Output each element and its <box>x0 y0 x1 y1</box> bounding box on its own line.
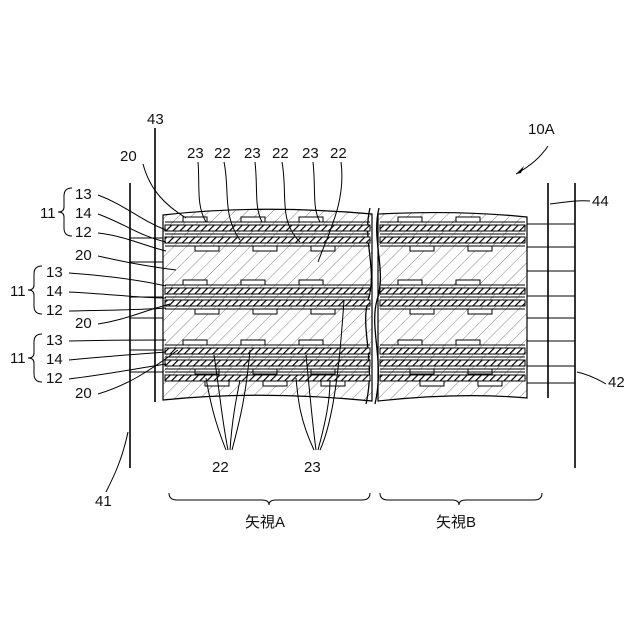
top-label-23a: 23 <box>187 145 204 162</box>
label-13-g2: 13 <box>46 264 63 281</box>
electrode-pad <box>468 246 492 251</box>
label-20-top: 20 <box>120 148 137 165</box>
electrode-pad <box>263 381 287 386</box>
right-leaders <box>527 224 575 383</box>
electrode-pad <box>456 340 480 345</box>
electrode-pad <box>183 340 207 345</box>
top-label-22c: 22 <box>330 145 347 162</box>
electrode-pad <box>299 340 323 345</box>
electrode-pad <box>205 381 229 386</box>
label-14-g1: 14 <box>75 205 92 222</box>
electrode-pad <box>195 246 219 251</box>
hatched-electrode <box>165 375 370 381</box>
label-41: 41 <box>95 493 112 510</box>
label-20-a: 20 <box>75 247 92 264</box>
label-42: 42 <box>608 374 625 391</box>
label-14-g2: 14 <box>46 283 63 300</box>
label-12-g1: 12 <box>75 224 92 241</box>
electrode-pad <box>321 381 345 386</box>
electrode-pad <box>183 280 207 285</box>
label-12-g2: 12 <box>46 302 63 319</box>
label-11-g2: 11 <box>10 283 26 300</box>
electrode-pad <box>478 381 502 386</box>
label-20-bot: 20 <box>75 385 92 402</box>
label-14-g3: 14 <box>46 351 63 368</box>
hatched-electrode <box>380 237 525 243</box>
hatched-electrode <box>165 300 370 306</box>
label-13-g3: 13 <box>46 332 63 349</box>
leader-42 <box>577 372 606 384</box>
electrode-pad <box>398 340 422 345</box>
brace-g3 <box>28 334 42 382</box>
top-label-22a: 22 <box>214 145 231 162</box>
electrode-pad <box>253 309 277 314</box>
label-12-g3: 12 <box>46 370 63 387</box>
electrode-pad <box>420 381 444 386</box>
bottom-label-22: 22 <box>212 459 229 476</box>
electrode-pad <box>241 280 265 285</box>
electrode-pad <box>468 309 492 314</box>
top-label-22b: 22 <box>272 145 289 162</box>
electrode-pad <box>456 280 480 285</box>
brace-view-a <box>169 493 370 505</box>
leader-44 <box>550 201 590 204</box>
hatched-electrode <box>380 375 525 381</box>
brace-g2 <box>28 266 42 314</box>
bottom-label-23: 23 <box>304 459 321 476</box>
electrode-pad <box>398 217 422 222</box>
hatched-electrode <box>165 225 370 231</box>
top-label-23c: 23 <box>302 145 319 162</box>
caption-view-b: 矢視B <box>436 514 476 531</box>
brace-g1 <box>58 188 72 236</box>
electrode-layers <box>165 217 525 386</box>
leader-20-top <box>143 164 186 218</box>
hatched-electrode <box>380 360 525 366</box>
electrode-pad <box>299 280 323 285</box>
leader-41 <box>106 432 128 492</box>
label-43: 43 <box>147 111 164 128</box>
electrode-pad <box>398 280 422 285</box>
hatched-electrode <box>380 348 525 354</box>
hatched-electrode <box>165 237 370 243</box>
hatched-electrode <box>380 300 525 306</box>
left-leaders <box>130 238 163 372</box>
hatched-electrode <box>165 288 370 294</box>
hatched-electrode <box>380 288 525 294</box>
label-13-g1: 13 <box>75 186 92 203</box>
caption-view-a: 矢視A <box>245 514 285 531</box>
label-44: 44 <box>592 193 609 210</box>
electrode-pad <box>195 309 219 314</box>
figure-id-label: 10A <box>528 121 555 138</box>
electrode-pad <box>241 340 265 345</box>
electrode-pad <box>253 246 277 251</box>
top-label-23b: 23 <box>244 145 261 162</box>
hatched-electrode <box>380 225 525 231</box>
label-11-g3: 11 <box>10 350 26 367</box>
brace-view-b <box>380 493 542 505</box>
label-11-g1: 11 <box>40 205 56 222</box>
electrode-pad <box>456 217 480 222</box>
electrode-pad <box>311 309 335 314</box>
electrode-pad <box>410 309 434 314</box>
label-20-b: 20 <box>75 315 92 332</box>
electrode-pad <box>410 246 434 251</box>
